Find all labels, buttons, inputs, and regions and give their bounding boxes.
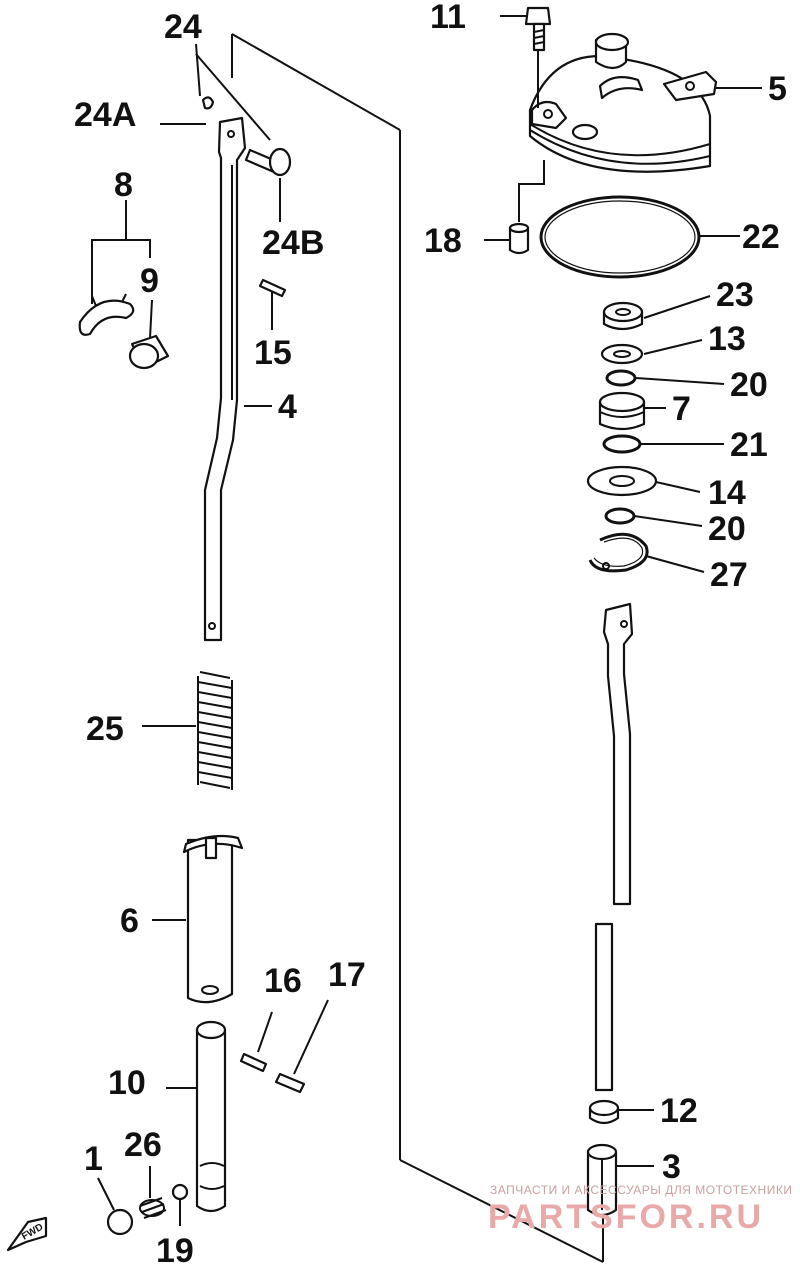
callout-13: 13 (708, 320, 746, 358)
callout-1: 1 (84, 1140, 103, 1178)
callout-24: 24 (164, 8, 202, 46)
part-9-bushing (128, 334, 170, 370)
callout-27: 27 (710, 556, 748, 594)
callout-6: 6 (120, 902, 139, 940)
part-26-spring (139, 1197, 167, 1219)
part-19-ball (171, 1183, 189, 1201)
leader-lines (91, 15, 762, 1226)
part-27-snap-ring (588, 532, 649, 573)
part-15-pin (258, 278, 287, 298)
callout-9: 9 (140, 262, 159, 300)
callout-17: 17 (328, 956, 366, 994)
callout-8: 8 (114, 166, 133, 204)
part-13-washer (600, 343, 644, 365)
callout-19: 19 (156, 1232, 194, 1270)
part-16-pin (239, 1052, 268, 1073)
part-shift-rod-right (594, 602, 634, 1092)
callout-20-upper: 20 (730, 366, 768, 404)
guide-lines (231, 33, 604, 1263)
callout-20-lower: 20 (708, 510, 746, 548)
callout-12: 12 (660, 1092, 698, 1130)
part-3-coupler (586, 1143, 618, 1217)
callout-25: 25 (86, 710, 124, 748)
callout-labels: 24 24A 24B 8 9 15 4 25 6 16 17 10 1 26 1… (74, 0, 787, 1270)
callout-23: 23 (716, 276, 754, 314)
callout-15: 15 (254, 334, 292, 372)
callout-5: 5 (768, 70, 787, 108)
part-14-washer (586, 465, 658, 497)
callout-14: 14 (708, 474, 746, 512)
part-23-bushing (602, 301, 644, 331)
fwd-arrow-icon: FWD (6, 1216, 48, 1252)
part-22-o-ring (539, 195, 701, 279)
part-25-spring (197, 671, 233, 790)
callout-22: 22 (742, 218, 780, 256)
part-10-rod (195, 1020, 227, 1213)
part-6-sleeve (182, 834, 244, 1004)
callout-18: 18 (424, 222, 462, 260)
part-24a-cotter-pin (201, 96, 215, 110)
watermark-brand: PARTSFOR.RU (488, 1198, 764, 1236)
part-5-housing (528, 32, 718, 173)
callout-10: 10 (108, 1064, 146, 1102)
part-20-o-ring-upper (605, 369, 637, 387)
part-4-shift-rod (203, 116, 247, 642)
part-11-bolt (524, 6, 552, 52)
callout-4: 4 (278, 388, 297, 426)
part-18-screw (508, 222, 530, 255)
callout-16: 16 (264, 962, 302, 1000)
part-21-o-ring (602, 434, 642, 454)
watermark-caption: ЗАПЧАСТИ И АКСЕССУАРЫ ДЛЯ МОТОТЕХНИКИ (490, 1183, 792, 1197)
callout-3: 3 (662, 1148, 681, 1186)
callout-24a: 24A (74, 96, 136, 134)
callout-24b: 24B (262, 224, 324, 262)
watermark: ЗАПЧАСТИ И АКСЕССУАРЫ ДЛЯ МОТОТЕХНИКИ PA… (488, 1183, 792, 1236)
part-12-nut (588, 1099, 620, 1125)
part-24b-clevis-pin (244, 147, 292, 177)
callout-26: 26 (124, 1126, 162, 1164)
callout-21: 21 (730, 426, 768, 464)
part-17-pin (274, 1072, 306, 1094)
part-1-plug (106, 1208, 134, 1236)
part-20-o-ring-lower (604, 507, 636, 525)
part-7-seal (598, 391, 646, 431)
callout-7: 7 (672, 390, 691, 428)
part-8-clip (78, 293, 135, 336)
callout-11: 11 (430, 0, 466, 36)
